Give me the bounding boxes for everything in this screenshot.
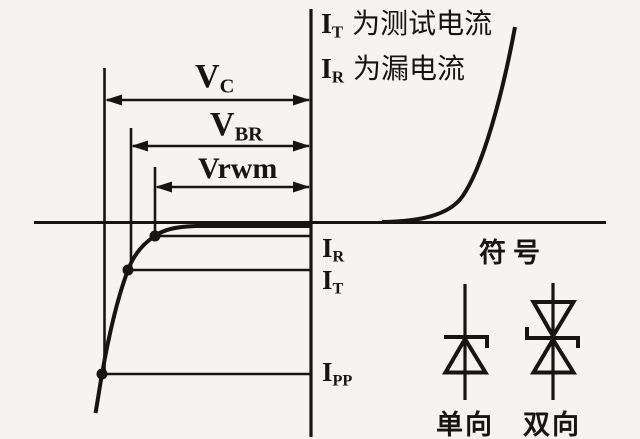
- it-level-base: I: [322, 265, 333, 295]
- vrwm-label: Vrwm: [198, 154, 277, 186]
- vrwm-span-arrow: [155, 181, 310, 193]
- forward-curve: [381, 26, 517, 224]
- vbr-span-arrow: [131, 140, 310, 152]
- ir-note-text: 为漏电流: [353, 54, 466, 85]
- vc-label-sub: C: [219, 75, 235, 98]
- ir-note: IR 为漏电流: [321, 56, 465, 87]
- vbr-label-base: V: [210, 106, 235, 143]
- ir-level-label: IR: [322, 235, 344, 265]
- vc-ipp-point: [96, 368, 108, 380]
- vc-label: VC: [195, 60, 234, 97]
- ipp-level-sub: PP: [332, 371, 353, 390]
- bi-top-triangle: [530, 300, 578, 340]
- vbr-it-point: [122, 264, 134, 276]
- it-level-label: IT: [322, 267, 343, 297]
- ir-level-base: I: [322, 233, 333, 263]
- ir-note-sub: R: [331, 67, 345, 87]
- it-level-sub: T: [332, 279, 344, 298]
- bidirectional-label: 双向: [523, 410, 581, 439]
- bi-bottom-triangle: [529, 335, 578, 375]
- unidirectional-tvs-symbol-icon: [442, 284, 490, 400]
- symbols-heading: 符号: [479, 238, 547, 268]
- it-note-base: I: [321, 9, 332, 40]
- vc-label-base: V: [195, 58, 220, 95]
- vrwm-label-base: Vrwm: [198, 152, 278, 185]
- reverse-curve: [93, 224, 311, 414]
- unidirectional-label: 单向: [436, 410, 494, 439]
- it-note: IT 为测试电流: [321, 11, 492, 42]
- vrwm-ir-point: [149, 230, 161, 242]
- uni-anode-triangle: [442, 335, 490, 375]
- uni-cathode-bar: [444, 335, 489, 348]
- bidirectional-tvs-symbol-icon: [525, 283, 580, 400]
- ir-note-base: I: [321, 54, 332, 85]
- vc-span-arrow: [105, 94, 310, 106]
- ipp-level-base: I: [322, 357, 333, 387]
- it-note-text: 为测试电流: [352, 9, 493, 40]
- ipp-level-label: IPP: [322, 359, 352, 389]
- vbr-label-sub: BR: [234, 123, 263, 146]
- vbr-label: VBR: [210, 108, 263, 145]
- it-note-sub: T: [331, 22, 344, 42]
- ir-level-sub: R: [332, 247, 345, 266]
